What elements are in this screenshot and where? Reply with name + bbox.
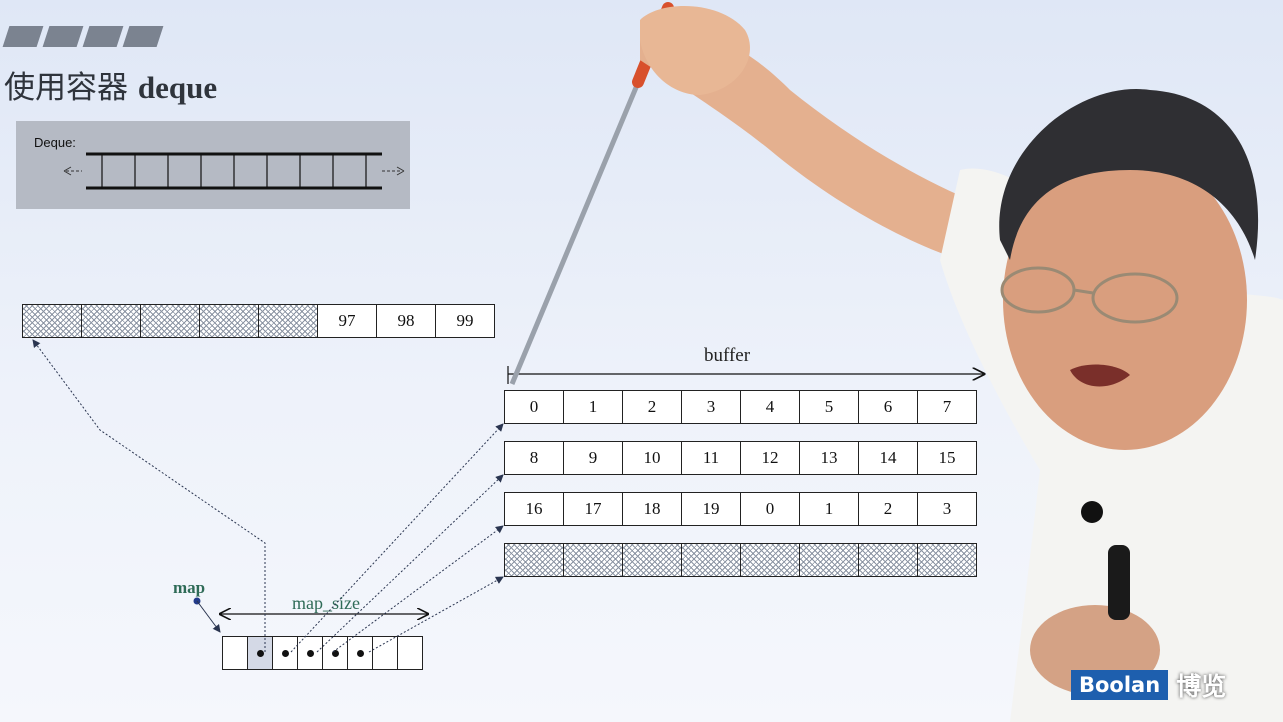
buffer-cell: 18 bbox=[622, 492, 682, 526]
buffer-cell: 4 bbox=[740, 390, 800, 424]
buffer-cell: 9 bbox=[563, 441, 623, 475]
map-cell-pointer bbox=[322, 636, 348, 670]
buffer-cell-empty bbox=[140, 304, 200, 338]
buffer-cell: 10 bbox=[622, 441, 682, 475]
buffer-cell-empty bbox=[258, 304, 318, 338]
buffer-cell: 8 bbox=[504, 441, 564, 475]
buffer-cell: 2 bbox=[858, 492, 918, 526]
slide-title: 使用容器 deque bbox=[4, 62, 217, 107]
buffer-cell: 16 bbox=[504, 492, 564, 526]
buffer-cell: 11 bbox=[681, 441, 741, 475]
buffer-label: buffer bbox=[704, 345, 751, 366]
buffer-cell: 98 bbox=[376, 304, 436, 338]
buffer-cell-empty bbox=[504, 543, 564, 577]
deque-strip bbox=[63, 152, 405, 190]
map-cell bbox=[222, 636, 248, 670]
buffer-cell: 15 bbox=[917, 441, 977, 475]
buffer-cell-empty bbox=[740, 543, 800, 577]
map-label: map bbox=[173, 578, 206, 597]
buffer-cell: 3 bbox=[681, 390, 741, 424]
buffer-cell: 12 bbox=[740, 441, 800, 475]
map-cell-pointer bbox=[347, 636, 373, 670]
deque-concept-figure: Deque: bbox=[16, 121, 410, 209]
buffer-cell: 3 bbox=[917, 492, 977, 526]
buffer-cell: 0 bbox=[740, 492, 800, 526]
slide-title-cn: 使用容器 bbox=[4, 70, 128, 106]
deque-label: Deque: bbox=[34, 135, 76, 150]
brand-name-cn: 博览 bbox=[1176, 672, 1227, 701]
pointer-dot bbox=[356, 649, 364, 657]
buffer-cell: 14 bbox=[858, 441, 918, 475]
buffer-cell-empty bbox=[917, 543, 977, 577]
buffer-cell-empty bbox=[799, 543, 859, 577]
pointer-dot bbox=[256, 649, 264, 657]
pointer-dot bbox=[281, 649, 289, 657]
buffer-cell: 99 bbox=[435, 304, 495, 338]
buffer-cell: 6 bbox=[858, 390, 918, 424]
buffer-cell-empty bbox=[199, 304, 259, 338]
buffer-cell: 1 bbox=[563, 390, 623, 424]
buffer-cell: 0 bbox=[504, 390, 564, 424]
map-array bbox=[222, 636, 423, 670]
buffer-cell-empty bbox=[563, 543, 623, 577]
map-cell bbox=[397, 636, 423, 670]
buffer-cell: 13 bbox=[799, 441, 859, 475]
map-cell-pointer bbox=[272, 636, 298, 670]
buffer-cell: 7 bbox=[917, 390, 977, 424]
buffer-cell: 5 bbox=[799, 390, 859, 424]
buffer-cell-empty bbox=[681, 543, 741, 577]
buffer-cell: 97 bbox=[317, 304, 377, 338]
buffer-cell-empty bbox=[22, 304, 82, 338]
pointer-dot bbox=[306, 649, 314, 657]
slide-title-en: deque bbox=[137, 70, 218, 105]
buffer-row-hatched bbox=[504, 543, 977, 577]
buffer-cell: 1 bbox=[799, 492, 859, 526]
brand-name: Boolan bbox=[1071, 670, 1169, 700]
pointer-dot bbox=[331, 649, 339, 657]
brand-logo: Boolan 博览 bbox=[1071, 668, 1226, 702]
buffer-cell-empty bbox=[622, 543, 682, 577]
buffer-cell-empty bbox=[858, 543, 918, 577]
